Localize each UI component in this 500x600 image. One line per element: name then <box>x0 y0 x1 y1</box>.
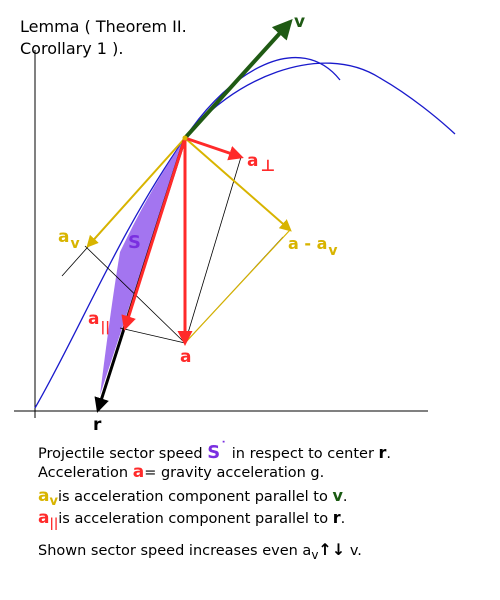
label-a: a <box>180 347 191 367</box>
velocity-arrow <box>183 19 293 140</box>
diagram-title: Lemma ( Theorem II. Corollary 1 ). <box>20 16 187 60</box>
caption-line-5: Shown sector speed increases even av↑↓ v… <box>38 540 362 562</box>
label-r: r <box>93 415 102 435</box>
a-minus-av-arrow <box>184 137 292 232</box>
caption-line-1: Projectile sector speed S˙ in respect to… <box>38 440 392 463</box>
title-line-1: Lemma ( Theorem II. <box>20 17 187 36</box>
caption-line-2: Acceleration a= gravity acceleration g. <box>38 462 325 482</box>
label-a-minus-av: a - av <box>288 234 338 259</box>
label-a-parallel: a|| <box>88 309 110 335</box>
parallel-arrows-icon: ↑↓ <box>318 540 346 559</box>
av-parallel-side <box>184 229 291 344</box>
a-parallel-arrow <box>121 137 187 331</box>
caption-line-3: avis acceleration component parallel to … <box>38 486 348 509</box>
caption-line-4: a||is acceleration component parallel to… <box>38 508 346 530</box>
label-a-perp: a⊥ <box>247 151 275 175</box>
a-perp-arrow <box>184 136 244 161</box>
label-s: S <box>128 232 141 253</box>
trajectory-curve <box>34 56 456 409</box>
label-v: v <box>294 12 305 32</box>
label-a-v: av <box>58 227 80 252</box>
av-arrow <box>86 137 186 248</box>
caption-s-symbol: S <box>207 441 221 463</box>
title-line-2: Corollary 1 ). <box>20 39 124 58</box>
vertex-dot <box>182 135 188 141</box>
